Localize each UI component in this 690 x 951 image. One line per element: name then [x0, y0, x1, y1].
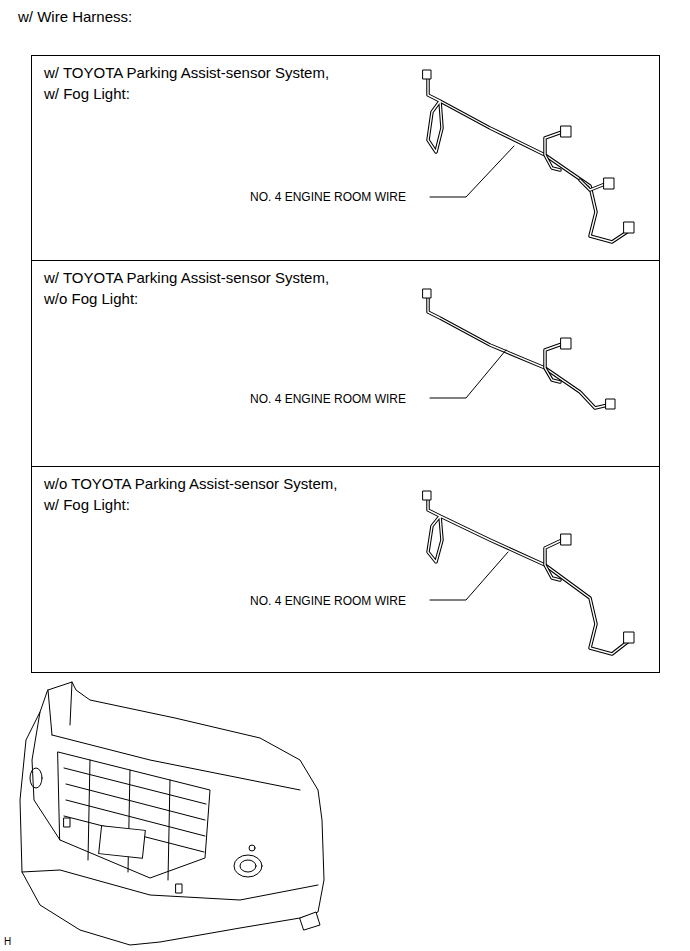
variant-heading: w/o TOYOTA Parking Assist-sensor System,… [44, 473, 347, 515]
variant-panel: w/ TOYOTA Parking Assist-sensor System, … [31, 55, 660, 261]
variant-heading: w/ TOYOTA Parking Assist-sensor System, … [44, 267, 347, 309]
leader-line [430, 146, 514, 600]
wire-harness [423, 70, 634, 242]
wire-harness [423, 289, 615, 409]
variant-panel: w/ TOYOTA Parking Assist-sensor System, … [31, 260, 660, 467]
part-name: NO. 4 ENGINE ROOM WIRE [249, 594, 407, 608]
wire-harness [423, 491, 634, 654]
front-bumper [20, 682, 324, 945]
part-name: NO. 4 ENGINE ROOM WIRE [249, 190, 407, 204]
figure-code: H [4, 936, 11, 947]
section-heading: w/ Wire Harness: [18, 8, 132, 25]
variant-heading: w/ TOYOTA Parking Assist-sensor System, … [44, 62, 347, 104]
variant-panel: w/o TOYOTA Parking Assist-sensor System,… [31, 466, 660, 673]
part-name: NO. 4 ENGINE ROOM WIRE [249, 392, 407, 406]
